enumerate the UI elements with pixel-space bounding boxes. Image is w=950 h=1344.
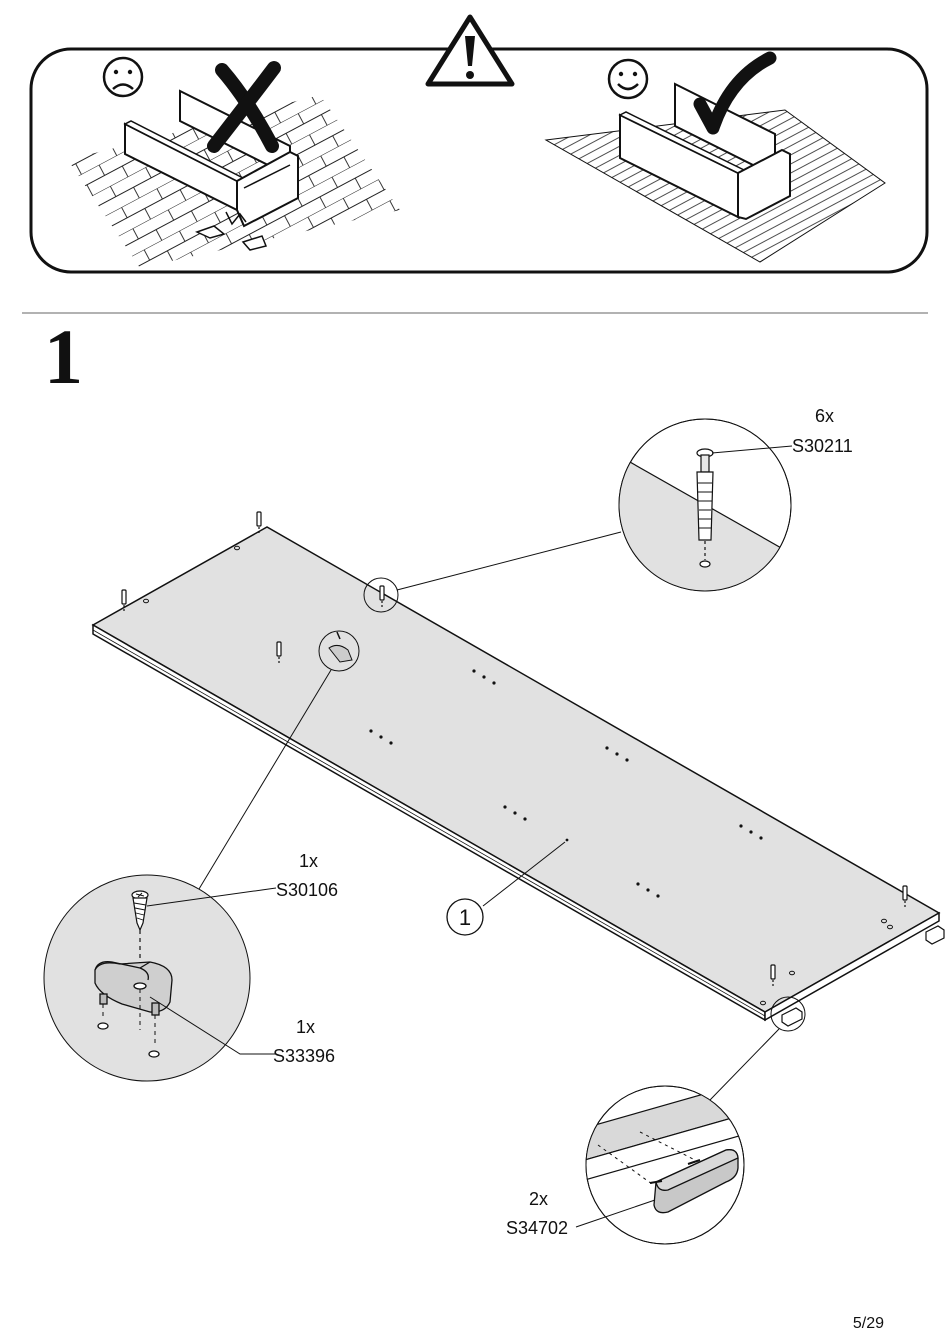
page-number: 5/29 [853,1315,884,1333]
warning-banner [31,17,927,272]
hardware-code: S30106 [276,880,338,901]
hardware-code: S33396 [273,1046,335,1067]
hardware-qty: 6x [815,406,834,427]
hardware-code: S30211 [792,436,853,457]
hardware-code: S34702 [506,1218,568,1239]
sad-face-icon [104,58,142,96]
detail-cam-bolt [600,419,820,620]
step-number: 1 [44,318,83,396]
part-number-label: 1 [458,905,472,931]
happy-face-icon [609,60,647,98]
hardware-qty: 2x [529,1189,548,1210]
hardware-qty: 1x [299,851,318,872]
detail-bracket [44,875,276,1081]
hardware-qty: 1x [296,1017,315,1038]
detail-glide [560,1078,760,1244]
